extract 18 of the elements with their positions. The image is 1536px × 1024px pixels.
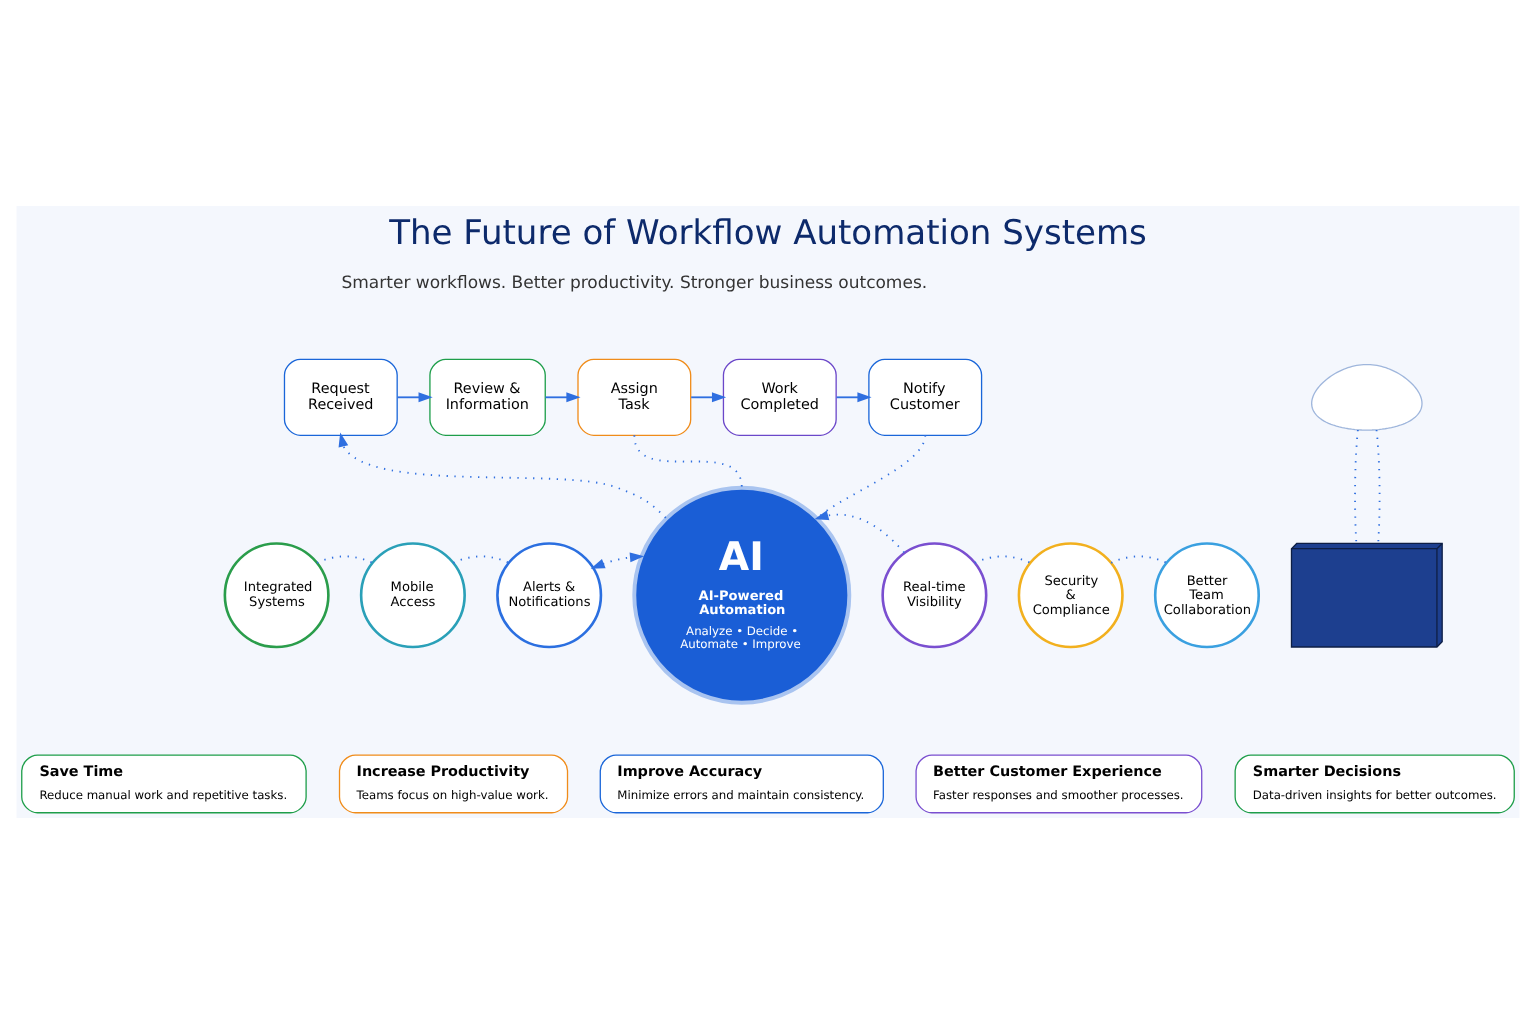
arrow <box>835 392 872 403</box>
diagram-title: The Future of Workflow Automation Systems <box>389 213 1147 254</box>
connector <box>1375 429 1381 545</box>
connector <box>973 555 1032 564</box>
connector <box>1354 429 1359 545</box>
arrow <box>814 510 906 554</box>
node-cloud <box>1311 363 1423 431</box>
arrow <box>690 392 727 403</box>
connector <box>452 555 510 564</box>
connector <box>1110 555 1168 564</box>
arrow <box>590 552 645 569</box>
connector <box>633 434 743 489</box>
connector <box>816 434 927 519</box>
arrow <box>338 432 667 519</box>
label: Smarter workflows. Better productivity. Stronger business outcomes. <box>341 273 928 294</box>
connector <box>316 555 374 564</box>
arrow <box>396 392 433 403</box>
arrow <box>544 392 581 403</box>
